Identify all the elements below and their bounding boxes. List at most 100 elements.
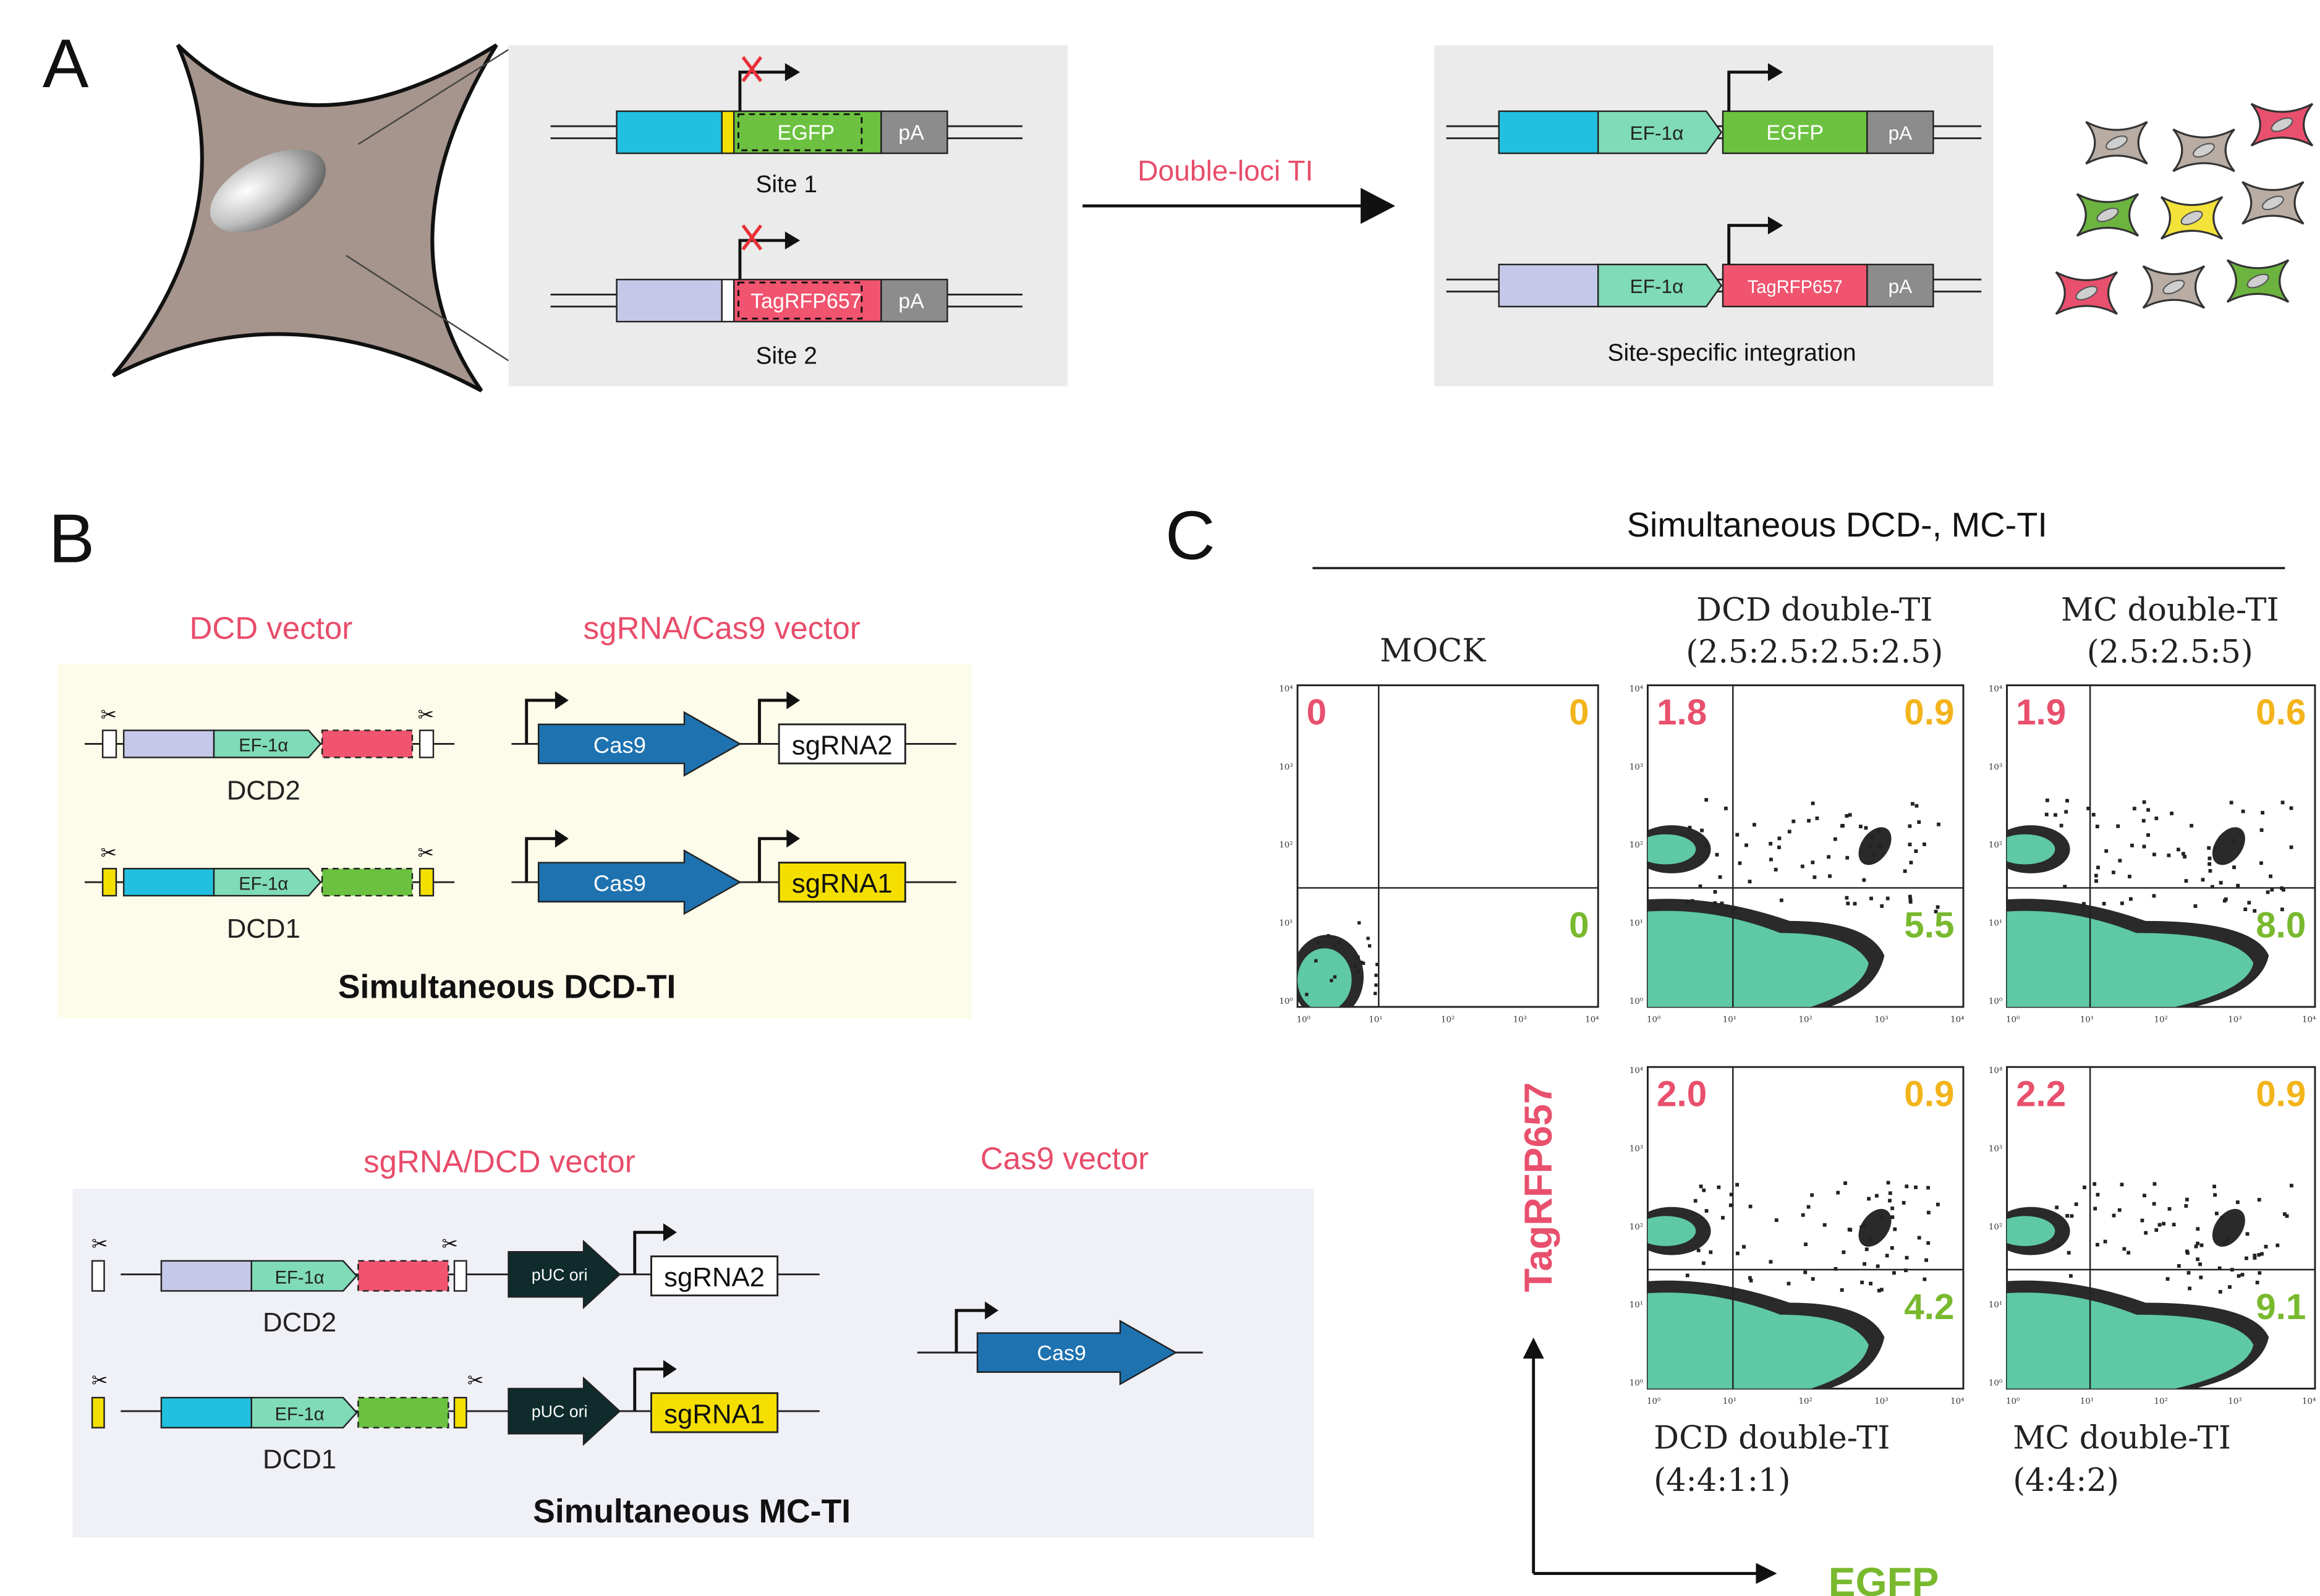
event-dot	[1337, 941, 1341, 944]
event-dot	[1688, 825, 1692, 830]
y-tick-label: 10¹	[1630, 1301, 1643, 1310]
event-dot	[2152, 1202, 2156, 1206]
event-dot	[2199, 1243, 2204, 1247]
zoom-line-top	[357, 49, 509, 145]
event-dot	[1713, 901, 1717, 905]
event-dot	[2289, 845, 2293, 849]
event-dot	[2220, 1216, 2224, 1220]
event-dot	[2162, 1221, 2165, 1226]
event-dot	[1917, 820, 1921, 824]
event-dot	[1777, 845, 1781, 849]
event-dot	[1810, 1193, 1814, 1197]
dcd-ti-box	[57, 664, 972, 1019]
dcd1-construct-bottom: ✂ ✂ EF-1α pUC ori sgRNA1 DCD1	[91, 1360, 820, 1474]
event-dot	[2146, 833, 2150, 837]
population-negative-core	[2007, 910, 2254, 1007]
event-dot	[1314, 959, 1318, 963]
quadrant-lr: 4.2	[1904, 1287, 1954, 1327]
event-dot	[2165, 1277, 2170, 1281]
event-dot	[2188, 1286, 2192, 1291]
result-egfp: EGFP	[1766, 121, 1824, 145]
event-dot	[1879, 1288, 1884, 1292]
event-dot	[2184, 1204, 2188, 1208]
y-tick-label: 10³	[1989, 1144, 2002, 1153]
event-dot	[2094, 879, 2098, 883]
x-tick-label: 10³	[2228, 1015, 2241, 1024]
event-dot	[2096, 865, 2100, 870]
event-dot	[1905, 1255, 1909, 1260]
event-dot	[2167, 853, 2171, 857]
y-tick-label: 10¹	[1989, 1301, 2002, 1310]
x-tick-label: 10⁰	[1297, 1015, 1311, 1024]
dcd-ti-title: Simultaneous DCD-TI	[338, 969, 676, 1005]
population-negative-core	[1647, 910, 1869, 1007]
plot-subtitle: (2.5:2.5:2.5:2.5)	[1686, 634, 1943, 671]
event-dot	[1811, 801, 1815, 805]
event-dot	[1686, 901, 1690, 904]
population-double	[2212, 827, 2245, 865]
plot-data	[2007, 1182, 2293, 1389]
puc-ori-2: pUC ori	[532, 1403, 588, 1421]
x-tick-label: 10³	[1513, 1015, 1527, 1024]
result-pa-1: pA	[1889, 122, 1913, 144]
x-tick-label: 10⁰	[2006, 1015, 2020, 1024]
event-dot	[1693, 1199, 1698, 1203]
event-dot	[1908, 824, 1912, 828]
event-dot	[1811, 860, 1815, 865]
event-dot	[1804, 1242, 1808, 1247]
panel-b-label: B	[49, 499, 95, 577]
event-dot	[2128, 875, 2131, 878]
population-rfp-core	[2007, 834, 2055, 865]
event-dot	[1846, 901, 1850, 906]
event-dot	[2141, 818, 2146, 823]
event-dot	[2229, 800, 2233, 805]
event-dot	[2176, 847, 2180, 852]
event-dot	[2257, 1197, 2261, 1202]
event-dot	[1721, 1216, 1725, 1220]
event-dot	[1748, 1204, 1753, 1208]
event-dot	[1914, 804, 1919, 808]
event-dot	[2143, 1194, 2146, 1198]
event-dot	[1356, 969, 1360, 973]
event-dot	[2219, 881, 2223, 885]
event-dot	[1735, 1251, 1740, 1255]
result-reporter: TagRFP657	[1748, 278, 1843, 297]
event-dot	[1905, 1184, 1909, 1189]
event-dot	[1890, 1215, 1895, 1220]
event-dot	[2093, 1207, 2097, 1211]
event-dot	[1367, 944, 1372, 948]
event-dot	[1749, 1278, 1753, 1283]
cell-population	[2055, 103, 2314, 315]
y-tick-label: 10⁴	[1630, 684, 1643, 694]
event-dot	[1926, 1186, 1931, 1190]
event-dot	[1845, 814, 1849, 818]
event-dot	[1748, 880, 1752, 884]
y-tick-label: 10¹	[1279, 919, 1293, 928]
x-tick-label: 10⁴	[1950, 1015, 1964, 1024]
event-dot	[2260, 1252, 2264, 1256]
event-dot	[1728, 1203, 1733, 1207]
x-tick-label: 10³	[1874, 1397, 1888, 1406]
event-dot	[1890, 1246, 1894, 1250]
event-dot	[2065, 1214, 2070, 1218]
event-dot	[1908, 894, 1912, 899]
event-dot	[1353, 964, 1357, 968]
quadrant-ur: 0.6	[2256, 692, 2306, 732]
y-tick-label: 10²	[1279, 841, 1293, 850]
event-dot	[2086, 806, 2091, 810]
cas9-sgrna1-construct: Cas9 sgRNA1	[511, 830, 957, 915]
population-core	[1297, 948, 1352, 1007]
event-dot	[2282, 1212, 2287, 1216]
event-dot	[1872, 852, 1876, 857]
sgrna-dcd-vector-label: sgRNA/DCD vector	[363, 1144, 635, 1179]
result-box	[1434, 45, 1994, 386]
event-dot	[2184, 879, 2188, 883]
event-dot	[2185, 1249, 2189, 1254]
event-dot	[2177, 1264, 2181, 1268]
event-dot	[2118, 859, 2122, 863]
event-dot	[1888, 1191, 1892, 1195]
